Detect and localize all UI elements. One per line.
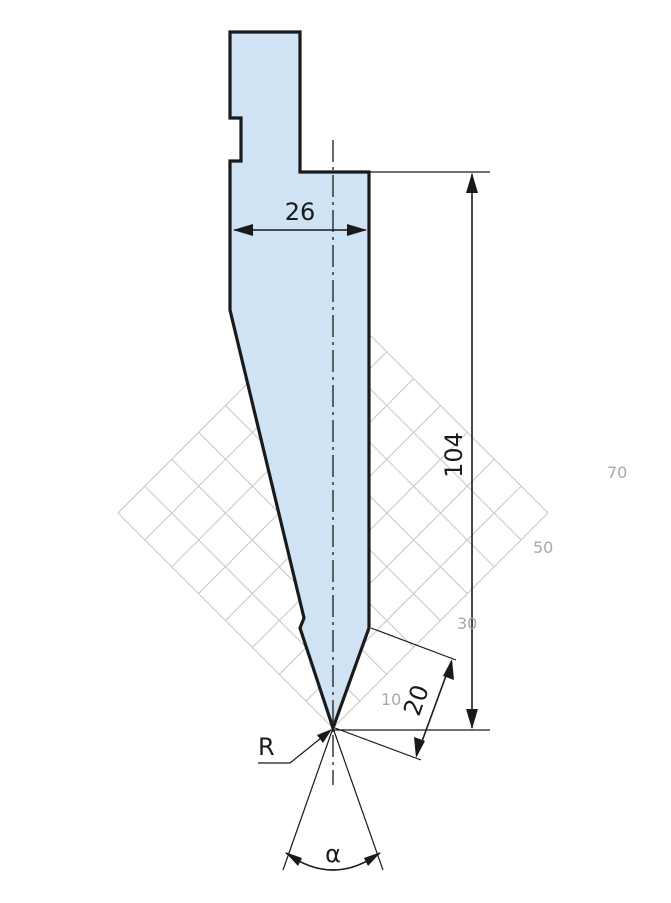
grid-label-30: 30 [457, 614, 477, 633]
angle-dimension: α [282, 727, 384, 871]
tip-length-label: 20 [398, 681, 435, 719]
grid-scale-labels: 10 30 50 70 [381, 463, 627, 709]
grid-label-50: 50 [533, 538, 553, 557]
height-dimension: 104 [333, 171, 490, 731]
grid-label-70: 70 [607, 463, 627, 482]
angle-label: α [325, 840, 341, 868]
width-label: 26 [285, 198, 316, 226]
width-dimension: 26 [233, 198, 367, 236]
punch-tool-profile [228, 30, 371, 733]
height-label: 104 [440, 432, 468, 478]
radius-label: R [258, 733, 275, 761]
radius-callout: R [258, 729, 332, 764]
grid-label-10: 10 [381, 690, 401, 709]
